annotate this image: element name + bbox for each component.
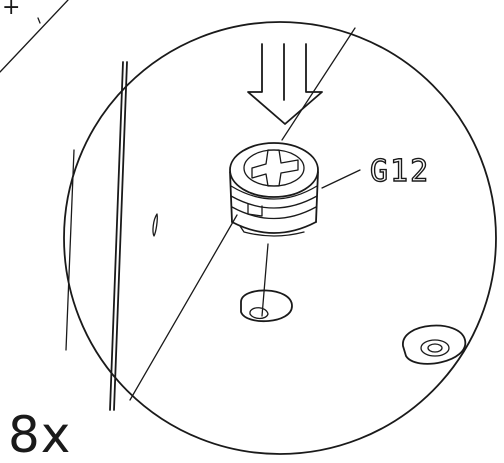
detail-circle xyxy=(63,21,497,455)
corner-label: + xyxy=(2,0,20,20)
corner-fragment: + xyxy=(0,0,69,73)
quantity-label: 8x xyxy=(8,406,71,463)
part-label: G12 xyxy=(370,154,430,189)
slot-mark xyxy=(152,213,158,237)
panel-diagonal xyxy=(129,27,356,401)
panel-edges xyxy=(65,61,128,411)
hole-center xyxy=(240,289,293,323)
label-leader xyxy=(321,169,361,189)
down-arrow-icon xyxy=(247,43,323,125)
cam-lock-icon xyxy=(229,142,319,237)
hole-right xyxy=(402,324,466,365)
guide-line xyxy=(261,243,269,317)
